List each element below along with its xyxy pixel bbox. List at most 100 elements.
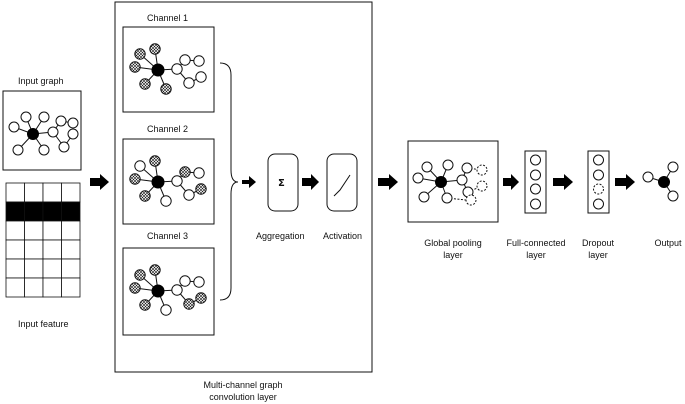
input-graph <box>8 111 79 156</box>
graph-node <box>193 167 205 179</box>
graph-node <box>67 117 79 129</box>
input-graph-label: Input graph <box>18 76 64 86</box>
matrix-cell <box>5 220 25 241</box>
arrow-icon <box>615 174 635 190</box>
graph-node <box>456 174 468 186</box>
dropout-label-2: layer <box>588 250 608 260</box>
graph-node <box>179 54 191 66</box>
hatched-node <box>129 282 141 294</box>
sigma-icon: Σ <box>278 178 285 189</box>
matrix-cell <box>5 258 25 279</box>
multi-channel-label-2: convolution layer <box>209 392 277 402</box>
neuron <box>530 154 541 166</box>
neuron <box>593 198 604 210</box>
graph-node <box>55 115 67 127</box>
graph-node <box>38 144 50 156</box>
matrix-cell <box>42 182 62 203</box>
hatched-node <box>139 299 151 311</box>
graph-node <box>193 55 205 67</box>
graph-node <box>160 195 172 207</box>
center-node <box>151 284 165 298</box>
hatched-node <box>139 190 151 202</box>
matrix-cell <box>61 258 81 279</box>
activation-block <box>326 153 358 212</box>
graph-node <box>195 71 207 83</box>
matrix-cell <box>24 201 44 222</box>
graph-node <box>171 63 183 75</box>
channel-1-label: Channel 1 <box>147 13 188 23</box>
graph-node <box>67 128 79 140</box>
hatched-node <box>149 155 161 167</box>
hatched-node <box>160 83 172 95</box>
dropout-label: Dropout <box>582 238 615 248</box>
graph-node <box>12 144 24 156</box>
graph-node <box>442 159 454 171</box>
hatched-node <box>183 298 195 310</box>
dropout-box <box>587 150 610 214</box>
graph-node <box>58 141 70 153</box>
graph-node <box>160 304 172 316</box>
matrix-cell <box>24 182 44 203</box>
graph-node <box>441 192 453 204</box>
channel-2-graph <box>129 155 207 207</box>
arrow-icon <box>378 174 398 190</box>
input-feature-label: Input feature <box>18 319 69 329</box>
graph-node <box>667 161 679 173</box>
channel-3-graph <box>129 264 207 316</box>
curly-brace-icon <box>219 62 239 301</box>
aggregation-block <box>267 153 299 212</box>
pooled-node <box>476 164 488 176</box>
graph-node <box>134 160 146 172</box>
output-label: Output <box>654 238 682 248</box>
channel-2-label: Channel 2 <box>147 124 188 134</box>
neuron <box>530 198 541 210</box>
activation-label: Activation <box>323 231 362 241</box>
matrix-cell <box>5 182 25 203</box>
neuron <box>530 169 541 181</box>
output-graph <box>642 161 679 202</box>
global-pooling-label: Global pooling <box>424 238 482 248</box>
arrow-icon <box>302 174 319 190</box>
neuron <box>530 183 541 195</box>
arrow-icon <box>90 174 109 190</box>
hatched-node <box>134 48 146 60</box>
global-pooling-label-2: layer <box>443 250 463 260</box>
graph-node <box>667 190 679 202</box>
matrix-cell <box>61 220 81 241</box>
matrix-cell <box>61 277 81 298</box>
graph-node <box>171 284 183 296</box>
center-node <box>151 175 165 189</box>
matrix-cell <box>42 201 62 222</box>
graph-node <box>8 121 20 133</box>
hatched-node <box>195 183 207 195</box>
matrix-cell <box>5 277 25 298</box>
arrow-icon <box>242 176 256 188</box>
neuron <box>593 154 604 166</box>
graph-node <box>412 172 424 184</box>
matrix-cell <box>24 239 44 260</box>
graph-node <box>461 162 473 174</box>
channel-1-graph <box>129 43 207 95</box>
matrix-cell <box>42 220 62 241</box>
hatched-node <box>134 269 146 281</box>
graph-node <box>183 189 195 201</box>
matrix-cell <box>24 258 44 279</box>
center-node <box>27 128 39 140</box>
matrix-cell <box>24 220 44 241</box>
dropped-neuron <box>593 183 604 195</box>
hatched-node <box>149 43 161 55</box>
graph-node <box>418 191 430 203</box>
pooled-node <box>476 180 488 192</box>
graph-node <box>421 161 433 173</box>
full-connected-label: Full-connected <box>506 238 565 248</box>
hatched-node <box>129 61 141 73</box>
full-connected-label-2: layer <box>526 250 546 260</box>
matrix-cell <box>61 239 81 260</box>
hatched-node <box>139 78 151 90</box>
matrix-cell <box>42 258 62 279</box>
matrix-cell <box>5 201 25 222</box>
channel-3-label: Channel 3 <box>147 231 188 241</box>
hatched-node <box>195 292 207 304</box>
global-pooling-graph <box>412 159 488 206</box>
